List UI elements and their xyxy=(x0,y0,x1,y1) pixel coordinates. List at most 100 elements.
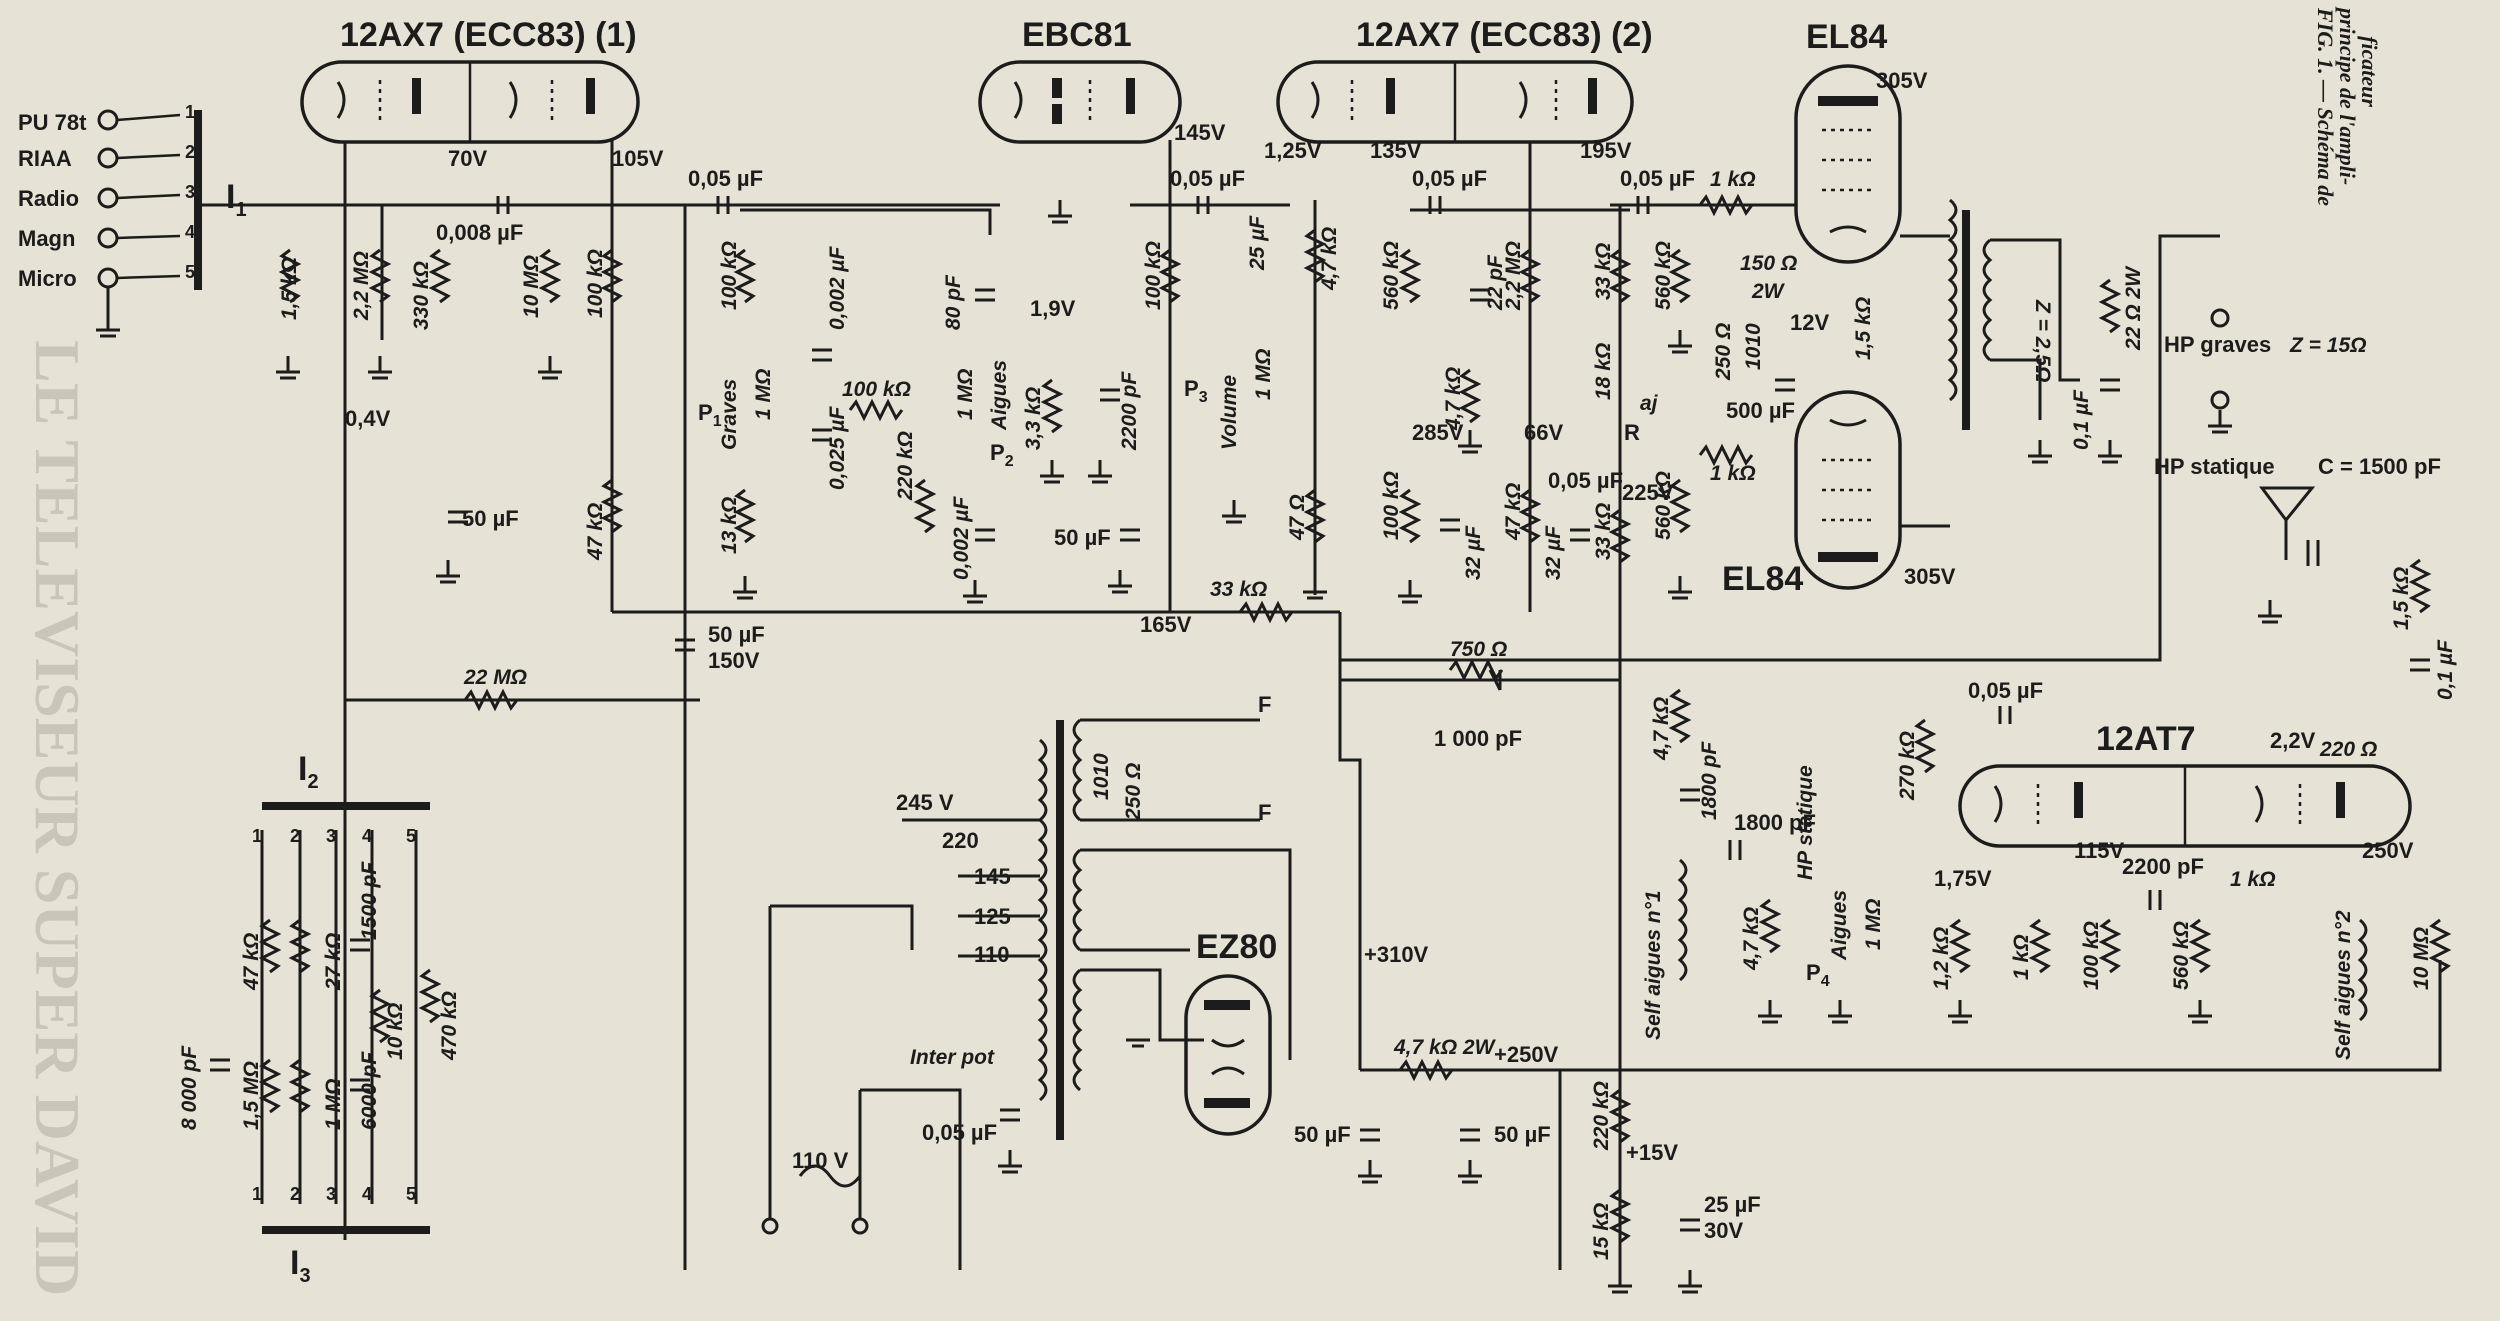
switch-blocks: I2 I3 1 2 3 4 5 1 2 3 4 5 xyxy=(252,750,430,1287)
switch-pin-4: 4 xyxy=(185,222,195,242)
label-r7: 100 kΩ xyxy=(718,241,741,310)
label-c29: 50 µF xyxy=(1294,1122,1351,1147)
volt-305-bottom: 305V xyxy=(1904,564,1956,589)
speaker-outputs: HP graves Z = 15Ω HP statique xyxy=(2154,308,2367,560)
label-r35: 4,7 kΩ 2W xyxy=(1393,1036,1497,1059)
label-r27-watt: 2W xyxy=(1751,280,1786,303)
label-c16: 0,05 µF xyxy=(1548,468,1623,493)
hp-graves-label: HP graves xyxy=(2164,332,2271,357)
tap-110: 110 xyxy=(974,942,1010,967)
tube-v2: EBC81 xyxy=(978,16,1182,144)
label-c17: 0,05 µF xyxy=(1620,166,1695,191)
label-r44: 560 kΩ xyxy=(2170,921,2193,990)
pot-p4-hp-statique: HP statique xyxy=(1794,765,1817,880)
label-r50: 1,5 MΩ xyxy=(240,1061,263,1130)
label-c19: 0,1 µF xyxy=(2070,389,2093,450)
label-c34: 6000 pF xyxy=(358,1051,381,1130)
label-c21: 0,1 µF xyxy=(2434,639,2457,700)
label-r27: 150 Ω xyxy=(1740,252,1797,275)
label-c15: 32 µF xyxy=(1542,525,1565,580)
tube-v5-label: EL84 xyxy=(1722,560,1803,598)
label-r3: 330 kΩ xyxy=(410,261,433,330)
label-r12: 100 kΩ xyxy=(1142,241,1165,310)
block-pin-5-top: 5 xyxy=(406,826,416,846)
volt-12: 12V xyxy=(1790,310,1829,335)
volt-105: 105V xyxy=(612,146,664,171)
label-r20: 33 kΩ xyxy=(1592,243,1615,300)
capacitor-symbols xyxy=(210,196,2430,1232)
label-r9: 100 kΩ xyxy=(842,378,911,401)
label-r40: 270 kΩ xyxy=(1896,731,1919,801)
label-c32: 8 000 pF xyxy=(178,1045,201,1130)
mains-input xyxy=(761,1090,869,1235)
ground-symbols xyxy=(276,200,2282,1294)
label-c8: 2200 pF xyxy=(1118,371,1141,451)
label-r54: 470 kΩ xyxy=(438,991,461,1061)
voltage-labels: 70V 105V 0,4V 145V 1,9V 1,25V 135V 195V … xyxy=(345,68,2414,1165)
tube-v2-label: EBC81 xyxy=(1022,16,1132,54)
label-r30: 22 Ω 2W xyxy=(2122,265,2145,351)
label-c6: 80 pF xyxy=(942,274,965,330)
switch-pin-3: 3 xyxy=(185,182,195,202)
volt-305-top: 305V xyxy=(1876,68,1928,93)
label-r22: 33 kΩ xyxy=(1592,503,1615,560)
label-c10: 0,05 µF xyxy=(1170,166,1245,191)
label-c13: 22 pF xyxy=(1484,254,1507,311)
filament-f1: F xyxy=(1258,692,1271,717)
label-c5: 0,025 µF xyxy=(826,406,849,490)
label-c9: 50 µF xyxy=(1054,525,1111,550)
tube-v4: EL84 xyxy=(1794,18,1902,264)
switch-i3-label: I3 xyxy=(290,1244,311,1287)
label-r28-model: 1010 xyxy=(1742,323,1765,370)
volt-22: 2,2V xyxy=(2270,728,2316,753)
label-r37: 15 kΩ xyxy=(1590,1203,1613,1260)
caption-line-1: FIG. 1. — Schéma de xyxy=(2313,7,2338,206)
power-transformer: 245 V 220 145 125 110 Inter pot 110 V F … xyxy=(768,692,1292,1270)
tap-220: 220 xyxy=(942,828,979,853)
potentiometers: P1 Graves 1 MΩ P2 Aigues 1 MΩ P3 Volume … xyxy=(698,349,1885,990)
input-selector: PU 78t RIAA Radio Magn Micro 1 2 3 4 5 I… xyxy=(18,102,345,338)
label-c20: C = 1500 pF xyxy=(2318,454,2441,479)
label-r31: 33 kΩ xyxy=(1210,578,1267,601)
tube-v3: 12AX7 (ECC83) (2) xyxy=(1276,16,1653,144)
volt-70: 70V xyxy=(448,146,487,171)
volt-310: +310V xyxy=(1364,942,1429,967)
label-r2: 2,2 MΩ xyxy=(350,251,373,321)
pot-p3-name: Volume xyxy=(1218,375,1241,450)
volt-225: 225V xyxy=(1622,480,1674,505)
label-r21: 18 kΩ xyxy=(1592,343,1615,400)
caption-line-3: ficateur xyxy=(2357,36,2382,107)
mains-voltage: 110 V xyxy=(792,1148,849,1173)
tube-v6: 12AT7 xyxy=(1958,720,2412,848)
main-wiring xyxy=(210,130,2442,1270)
pot-p1-label: P1 xyxy=(698,400,722,430)
label-r46: 220 Ω xyxy=(2319,738,2377,761)
block-pin-4-bottom: 4 xyxy=(362,1184,372,1204)
switch-pin-5: 5 xyxy=(185,262,195,282)
pot-p2-name: Aigues xyxy=(988,360,1011,431)
label-c25: 1800 pF xyxy=(1734,810,1816,835)
input-label-radio: Radio xyxy=(18,186,79,211)
input-jacks xyxy=(96,109,345,338)
volt-175: 1,75V xyxy=(1934,866,1992,891)
block-pin-2-top: 2 xyxy=(290,826,300,846)
label-r4: 10 MΩ xyxy=(520,255,543,318)
label-r11: 3,3 kΩ xyxy=(1022,387,1045,450)
label-r21-aj: aj xyxy=(1640,392,1659,415)
label-c30: 50 µF xyxy=(1494,1122,1551,1147)
label-r51: 27 kΩ xyxy=(322,933,345,991)
label-c22-volt: 150V xyxy=(708,648,760,673)
volt-04: 0,4V xyxy=(345,406,391,431)
label-r32: 22 MΩ xyxy=(463,666,527,689)
label-c18: 500 µF xyxy=(1726,398,1795,423)
hp-statique-label: HP statique xyxy=(2154,454,2275,479)
tube-v4-label: EL84 xyxy=(1806,18,1887,56)
label-r24: 560 kΩ xyxy=(1652,471,1675,540)
block-pin-2-bottom: 2 xyxy=(290,1184,300,1204)
label-c23: 1 000 pF xyxy=(1434,726,1522,751)
label-r29: 1,5 kΩ xyxy=(1852,297,1875,360)
block-pin-3-bottom: 3 xyxy=(326,1184,336,1204)
filament-f2: F xyxy=(1258,800,1271,825)
